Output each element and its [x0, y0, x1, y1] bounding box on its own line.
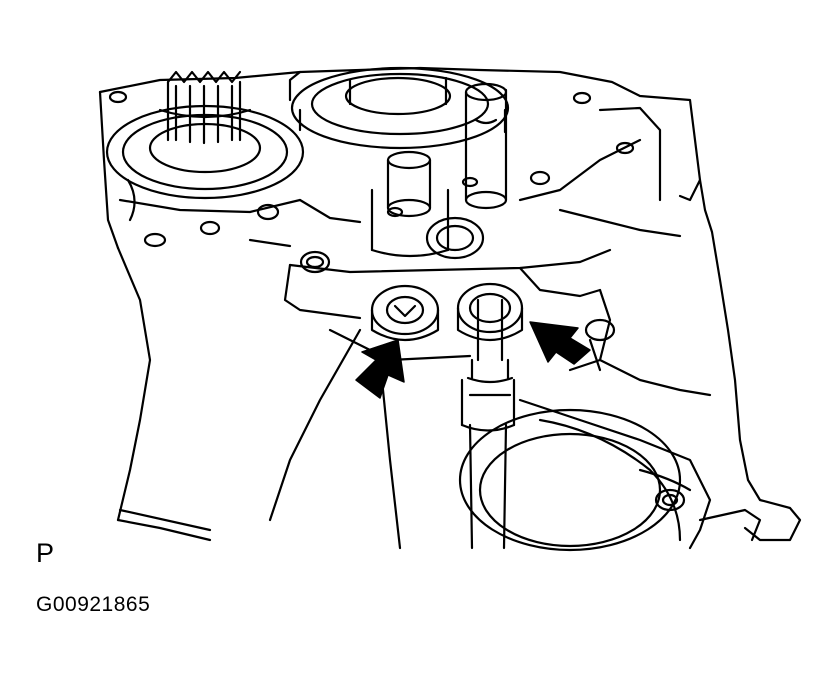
view-label: P: [36, 538, 55, 568]
shift-shaft: [464, 82, 508, 210]
case-ribs: [118, 106, 682, 248]
input-shaft: [105, 70, 305, 200]
center-bearing: [290, 66, 510, 150]
figure-id: G00921865: [36, 593, 151, 616]
bolt-holes: [108, 90, 635, 274]
center-boss: [370, 150, 485, 260]
arrow-left-icon: [355, 339, 405, 399]
right-housing: [458, 318, 762, 552]
lower-case-lines: [118, 328, 402, 550]
arrow-right-icon: [529, 321, 591, 365]
left-bolt: [370, 284, 440, 341]
right-bolt: [456, 282, 524, 341]
